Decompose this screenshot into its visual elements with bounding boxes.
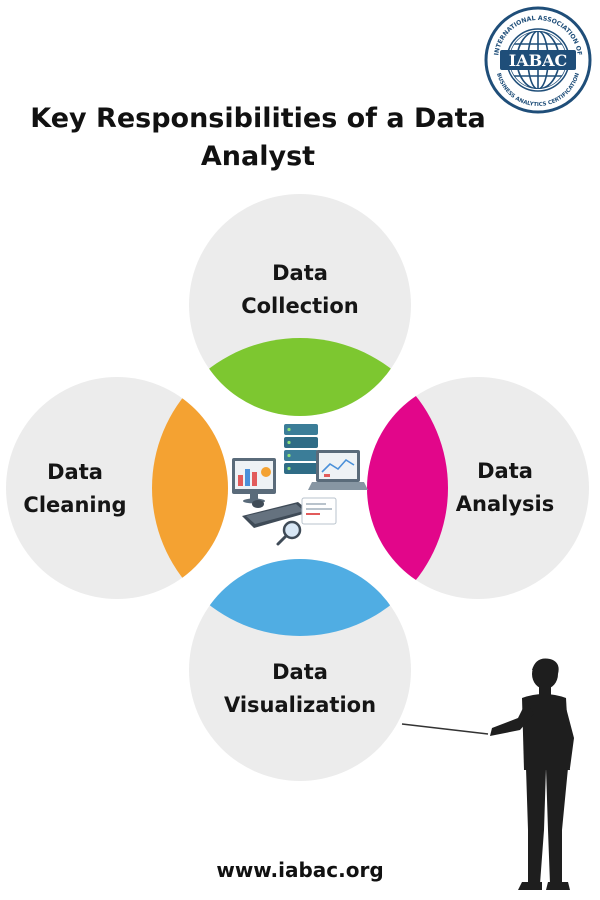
magnifier-icon [276, 520, 302, 546]
footer-url[interactable]: www.iabac.org [216, 858, 384, 882]
presenter-silhouette [401, 658, 574, 890]
page-title: Key Responsibilities of a Data Analyst [0, 100, 516, 176]
title-line-2: Analyst [200, 141, 316, 172]
label-data-visualization: Data Visualization [223, 660, 377, 717]
iabac-logo: IABAC INTERNATIONAL ASSOCIATION OF BUSIN… [484, 6, 592, 114]
title-line-1: Key Responsibilities of a Data [30, 103, 486, 134]
monitor-icon [232, 458, 276, 504]
data-workstation-illustration [232, 424, 368, 546]
logo-text: IABAC [509, 51, 568, 70]
mouse-icon [252, 500, 264, 508]
document-icon [301, 497, 337, 525]
label-data-analysis: Data Analysis [455, 459, 555, 516]
pointer-stick [401, 723, 489, 735]
keyboard-icon [242, 502, 310, 528]
laptop-icon [308, 450, 368, 490]
server-icon [284, 424, 318, 474]
label-data-collection: Data Collection [241, 261, 359, 318]
label-data-cleaning: Data Cleaning [23, 460, 127, 517]
